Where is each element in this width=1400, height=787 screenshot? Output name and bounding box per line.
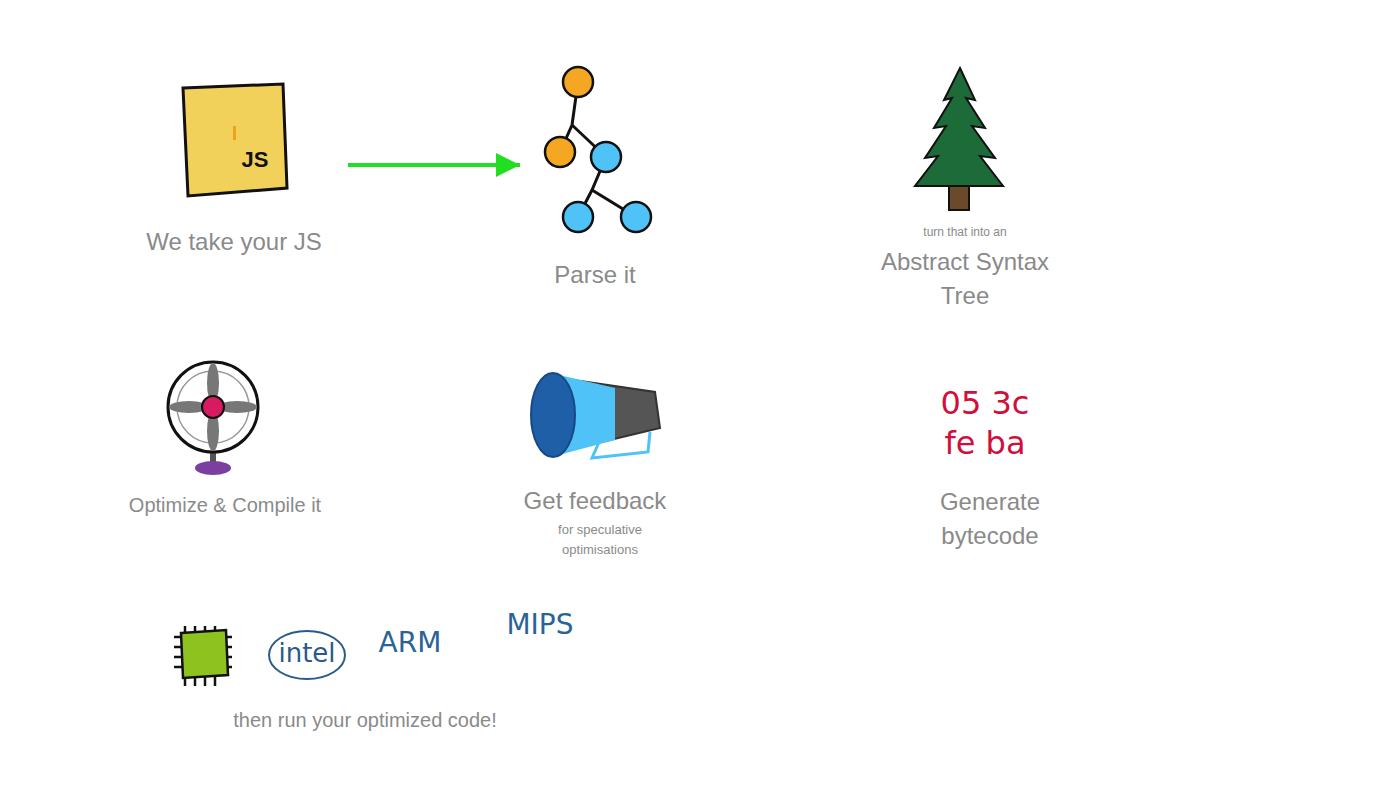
- step-caption: Optimize & Compile it: [110, 492, 340, 518]
- intel-oval: [269, 631, 345, 679]
- flow-arrow: [348, 163, 520, 167]
- step-caption: Abstract Syntax Tree: [860, 245, 1070, 313]
- step-caption: turn that into an: [860, 224, 1070, 240]
- js-file-icon: [183, 84, 287, 196]
- architecture-label: ARM: [368, 626, 452, 659]
- step-group: Get feedback for speculative optimisation…: [500, 360, 690, 565]
- step-caption: Get feedback: [500, 486, 690, 516]
- fan-icon: [168, 362, 258, 475]
- step-group: turn that into an Abstract Syntax Tree: [860, 60, 1070, 317]
- step-caption: for speculative optimisations: [545, 520, 655, 560]
- cpu-chip-icon: [174, 626, 232, 686]
- architecture-label: intel: [268, 638, 346, 668]
- step-group: 05 3c fe ba Generate bytecode: [915, 375, 1065, 560]
- icon-text: JS: [230, 147, 280, 173]
- step-group: Parse it: [520, 55, 670, 295]
- icon-text: 05 3c fe ba: [925, 383, 1045, 463]
- cursor-mark: [233, 126, 236, 140]
- step-caption: then run your optimized code!: [145, 707, 585, 733]
- step-caption: Parse it: [520, 260, 670, 290]
- step-group: Optimize & Compile it: [110, 350, 340, 525]
- megaphone-icon: [531, 373, 660, 458]
- pine-tree-icon: [915, 68, 1003, 210]
- architecture-label: MIPS: [488, 608, 592, 641]
- step-caption: We take your JS: [120, 227, 348, 257]
- step-group: JS We take your JS: [120, 75, 348, 270]
- tree-nodes: [545, 67, 651, 232]
- step-caption: Generate bytecode: [920, 485, 1060, 553]
